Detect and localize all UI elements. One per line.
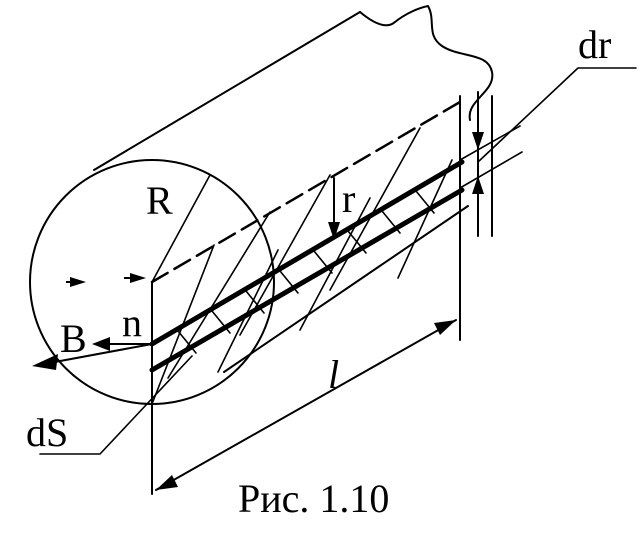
ds-leader bbox=[39, 355, 193, 455]
label-r: r bbox=[342, 176, 355, 221]
cylinder-bottom-edge bbox=[223, 205, 469, 373]
b-vector-line bbox=[43, 343, 153, 365]
cylinder-axis bbox=[150, 100, 462, 284]
dr-leader bbox=[477, 67, 637, 163]
dr-extension-lower bbox=[459, 151, 523, 189]
shell-outer-line bbox=[149, 159, 465, 347]
dr-arrowhead-down bbox=[472, 132, 484, 150]
figure-caption: Рис. 1.10 bbox=[238, 476, 389, 521]
label-R: R bbox=[146, 178, 173, 223]
shell-inner-line bbox=[149, 187, 465, 373]
cylinder-top-edge bbox=[93, 11, 361, 171]
arrowheads bbox=[32, 132, 484, 490]
l-arrowhead-right bbox=[434, 320, 456, 335]
l-arrowhead-left bbox=[156, 475, 178, 490]
label-dS: dS bbox=[26, 410, 68, 455]
small-arrow-shafts bbox=[66, 277, 138, 283]
label-n: n bbox=[122, 300, 142, 345]
shell-hatching bbox=[177, 190, 435, 354]
label-B: B bbox=[60, 316, 87, 361]
r-arrowhead bbox=[328, 222, 340, 240]
b-arrowhead bbox=[32, 354, 58, 370]
l-dimension-line bbox=[155, 319, 457, 491]
label-dr: dr bbox=[578, 22, 611, 67]
cylinder-torn-edge bbox=[359, 5, 494, 121]
dr-arrowhead-up bbox=[472, 176, 484, 194]
n-arrowhead bbox=[92, 337, 110, 351]
label-l: l bbox=[328, 352, 339, 397]
